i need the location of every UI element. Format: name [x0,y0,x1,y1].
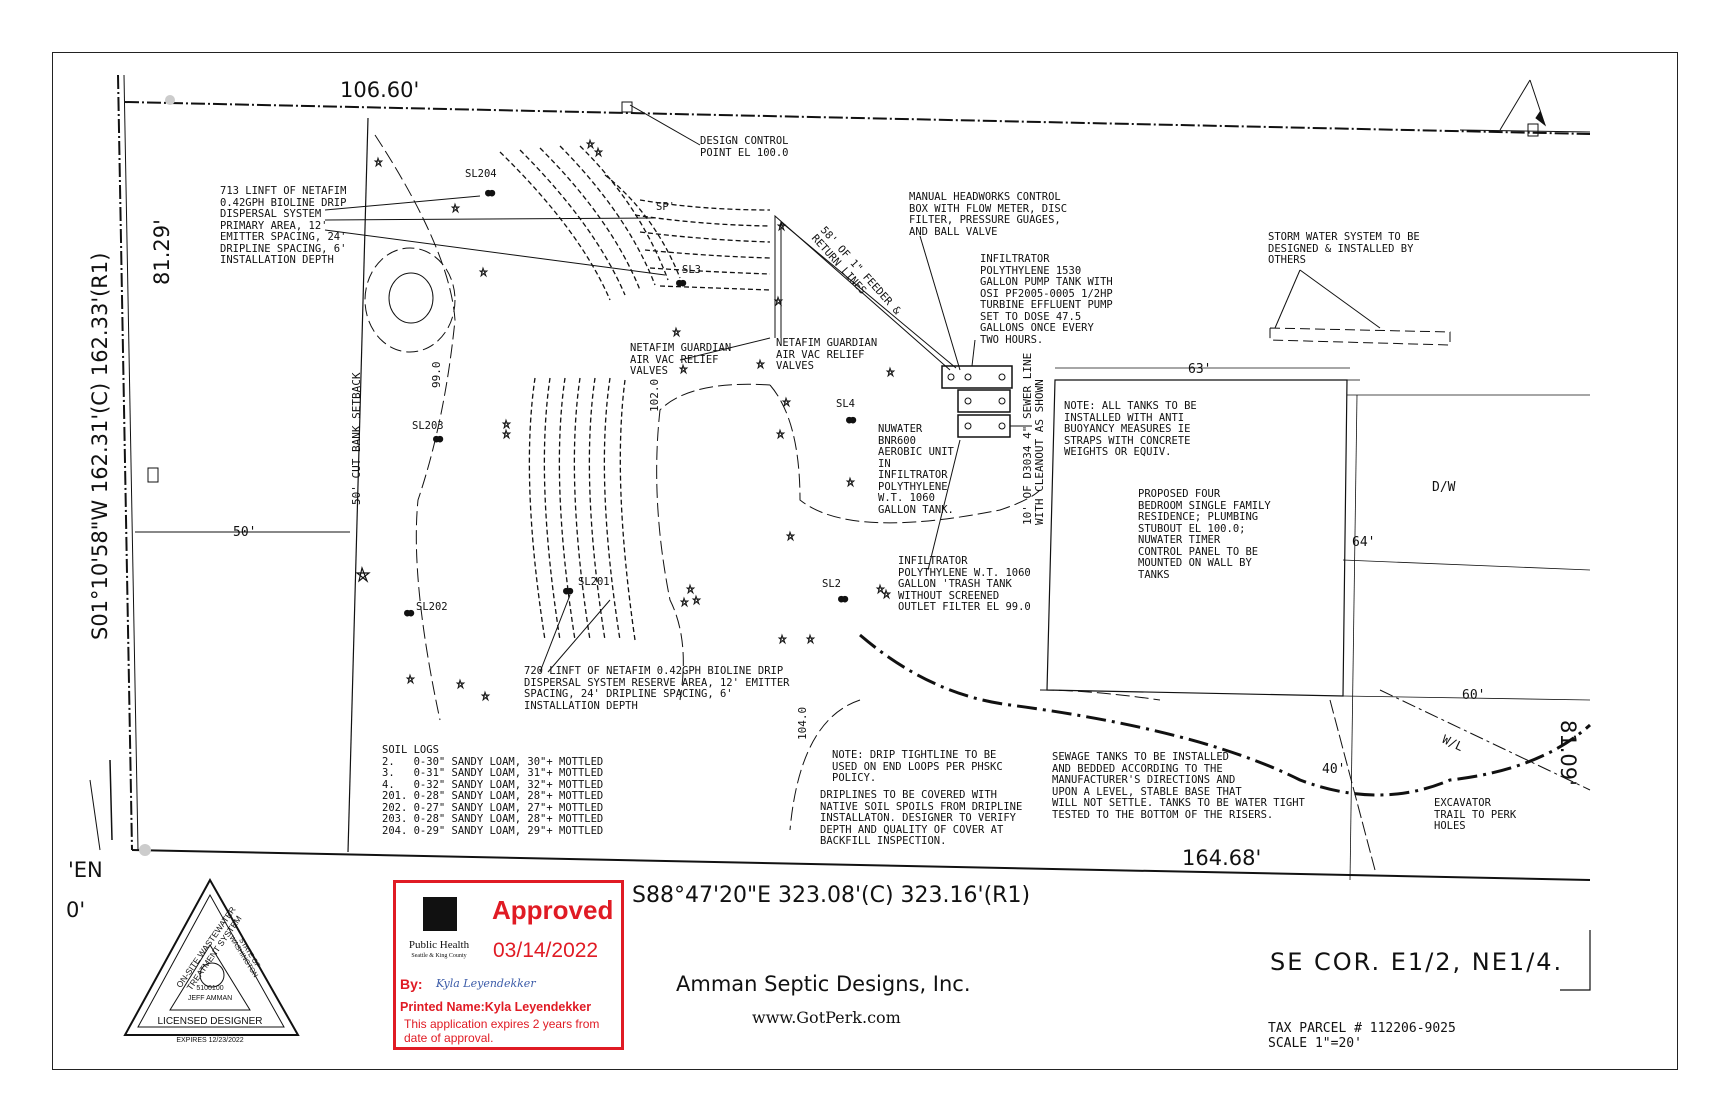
test-pit-icon: ●● [846,413,856,426]
residence-note: PROPOSED FOUR BEDROOM SINGLE FAMILY RESI… [1138,488,1271,581]
test-pit-icon: ●● [838,592,848,605]
pump-tank-note: INFILTRATOR POLYTHYLENE 1530 GALLON PUMP… [980,253,1113,346]
soil-log-marker: SL4 [836,398,855,410]
excavator-trail-note: EXCAVATOR TRAIL TO PERK HOLES [1434,797,1517,832]
soil-log-marker: SL204 [465,168,497,180]
public-health-logo-icon [423,897,457,931]
house-width-dimension: 63' [1188,362,1212,377]
sewer-line-label: 10' OF D3034 4" SEWER LINE WITH CLEANOUT… [1021,352,1046,525]
test-pit-icon: ●● [563,584,573,597]
tank-offset-dimension: 40' [1322,762,1346,777]
driveway-label: D/W [1432,480,1456,495]
soil-log-marker: SL3 [682,264,701,276]
test-pit-icon: ●● [404,606,414,619]
anti-buoyancy-note: NOTE: ALL TANKS TO BE INSTALLED WITH ANT… [1064,400,1197,458]
contour-104: 104.0 [796,706,809,740]
east-boundary-dimension: 81.09' [1556,720,1580,786]
south-boundary-dimension: 164.68' [1182,846,1262,870]
north-boundary-dimension: 106.60' [340,78,420,102]
signature: Kyla Leyendekker [436,977,536,990]
corner-label: SE COR. E1/2, NE1/4. [1270,948,1564,976]
house-south-dimension: 60' [1462,688,1486,703]
design-control-note: DESIGN CONTROL POINT EL 100.0 [700,135,789,159]
soil-logs-table: SOIL LOGS 2. 0-30" SANDY LOAM, 30"+ MOTT… [382,744,604,837]
valves-right-note: NETAFIM GUARDIAN AIR VAC RELIEF VALVES [776,337,878,372]
test-pit-icon: ●● [485,186,495,199]
west-boundary-bearing: S01°10'58"W 162.31'(C) 162.33'(R1) [88,252,112,640]
sw-fragment-2: 0' [66,898,86,922]
seal-title: LICENSED DESIGNER [157,1016,263,1027]
feeder-spacing-label: SP' [656,201,675,213]
primary-area-note: 713 LINFT OF NETAFIM 0.42GPH BIOLINE DRI… [220,185,347,266]
sewage-tanks-note: SEWAGE TANKS TO BE INSTALLED AND BEDDED … [1052,751,1305,821]
company-website: www.GotPerk.com [752,1008,901,1027]
contour-102: 102.0 [648,378,661,412]
agency-label: Public Health [408,939,470,951]
seal-name: JEFF AMMAN [187,995,233,1002]
test-pit-icon: ●● [433,432,443,445]
by-label: By: [400,976,423,992]
agency-name: Public Health Seattle & King County [406,940,472,962]
setback-dimension: 50' [233,525,257,540]
expiry-note: This application expires 2 years from da… [404,1017,600,1045]
driplines-cover-note: DRIPLINES TO BE COVERED WITH NATIVE SOIL… [820,789,1023,847]
setback-label: 50' CUT BANK SETBACK [350,372,363,505]
test-pit-icon: ●● [676,276,686,289]
west-boundary-dimension: 81.29' [150,219,174,285]
approval-status: Approved [492,895,614,925]
valves-left-note: NETAFIM GUARDIAN AIR VAC RELIEF VALVES [630,342,732,377]
tax-parcel: TAX PARCEL # 112206-9025 [1268,1021,1456,1036]
sw-fragment-1: 'EN [68,858,103,882]
approval-date: 03/14/2022 [493,939,599,962]
headworks-note: MANUAL HEADWORKS CONTROL BOX WITH FLOW M… [909,191,1068,238]
printed-name: Printed Name:Kyla Leyendekker [400,1000,592,1014]
soil-log-marker: SL201 [578,576,610,588]
agency-sub-label: Seattle & King County [411,953,467,959]
reserve-area-note: 720 LINFT OF NETAFIM 0.42GPH BIOLINE DRI… [524,665,790,712]
house-depth-dimension: 64' [1352,535,1376,550]
soil-log-marker: SL203 [412,420,444,432]
soil-log-marker: SL2 [822,578,841,590]
soil-log-marker: SL202 [416,601,448,613]
nuwater-note: NUWATER BNR600 AEROBIC UNIT IN INFILTRAT… [878,423,954,516]
south-boundary-bearing: S88°47'20"E 323.08'(C) 323.16'(R1) [632,883,1031,908]
seal-license: 5100100 [196,985,224,992]
scale-label: SCALE 1"=20' [1268,1036,1362,1051]
trash-tank-note: INFILTRATOR POLYTHYLENE W.T. 1060 GALLON… [898,555,1031,613]
approval-stamp: Public Health Seattle & King County Appr… [393,880,624,1050]
storm-water-note: STORM WATER SYSTEM TO BE DESIGNED & INST… [1268,231,1420,266]
contour-99: 99.0 [430,361,443,389]
seal-expires: EXPIRES 12/23/2022 [176,1037,244,1044]
tightline-note: NOTE: DRIP TIGHTLINE TO BE USED ON END L… [832,749,1003,784]
drawing-sheet [52,52,1678,1070]
company-name: Amman Septic Designs, Inc. [676,972,971,996]
